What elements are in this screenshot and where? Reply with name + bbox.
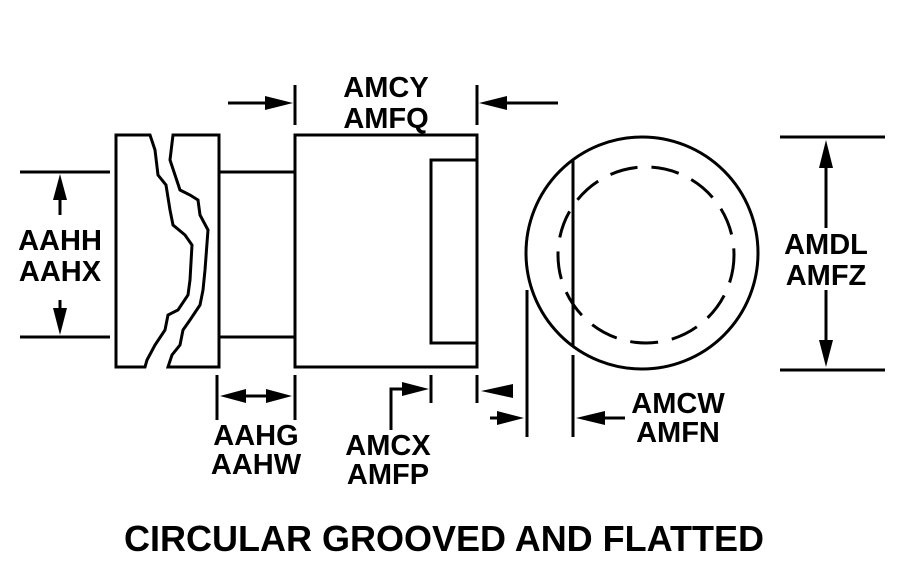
label-amfp: AMFP [347,459,429,491]
end-view-outer-circle [524,135,760,371]
end-view-groove-circle [556,165,736,345]
neck [217,170,297,339]
label-aahw: AAHW [211,449,302,481]
label-amfn: AMFN [636,417,720,449]
label-amfq: AMFQ [343,103,428,135]
threaded-section [114,133,221,369]
label-aahx: AAHX [19,256,102,288]
dimension-outer-diameter: AMDL AMFZ [780,135,885,372]
dimension-body-length: AMCY AMFQ [228,72,558,135]
diagram-title: CIRCULAR GROOVED AND FLATTED [124,518,764,559]
label-aahg: AAHG [213,420,298,452]
label-amcx: AMCX [345,430,431,462]
dimension-neck-length: AAHG AAHW [211,375,302,481]
dimension-thread-diameter: AAHH AAHX [18,170,110,339]
label-amdl: AMDL [784,229,868,261]
flat-recess [429,158,479,345]
dimension-flat-width: AMCW AMFN [475,375,725,449]
label-amfz: AMFZ [786,260,867,292]
dimension-flat-length: AMCX AMFP [345,375,433,491]
label-aahh: AAHH [18,225,102,257]
label-amcy: AMCY [343,72,428,104]
body [293,133,479,369]
label-amcw: AMCW [631,388,725,420]
